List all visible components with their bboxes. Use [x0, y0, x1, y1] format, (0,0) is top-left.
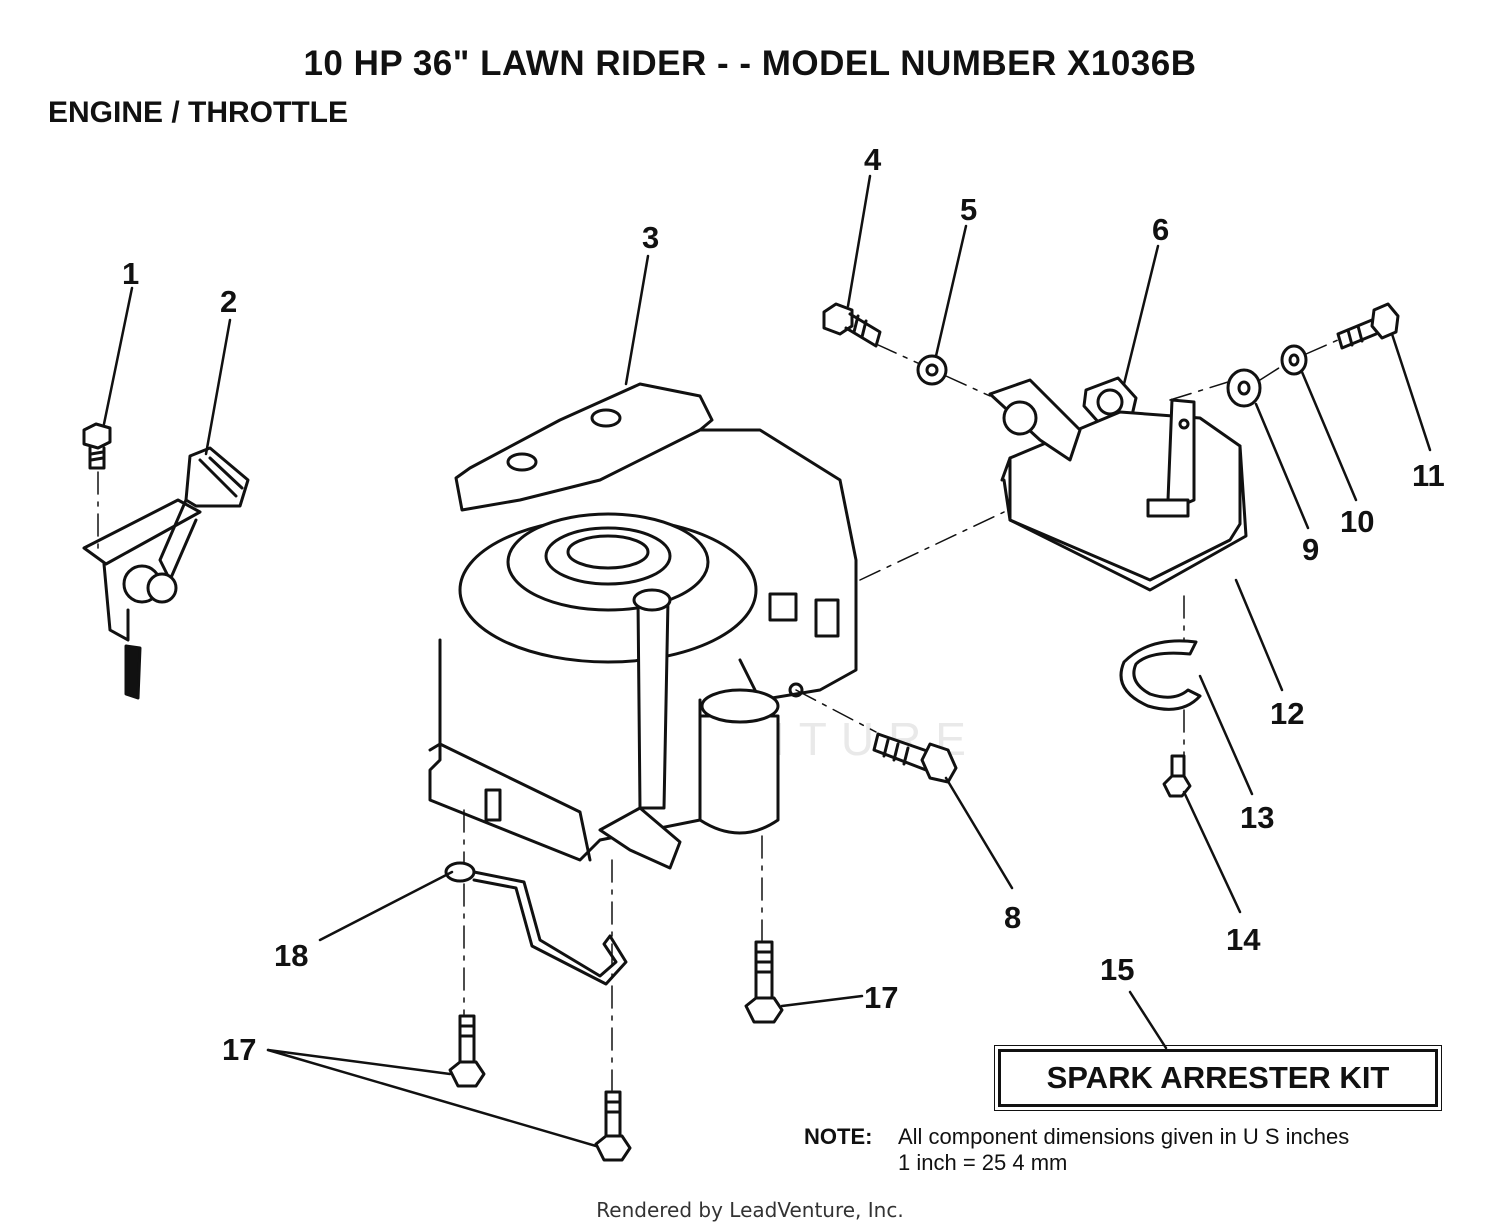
- engine-bolt-part-center: [594, 1090, 632, 1162]
- callout-10: 10: [1340, 504, 1374, 539]
- callout-17-left: 17: [222, 1032, 256, 1067]
- callout-2: 2: [220, 284, 237, 319]
- note-line-2: 1 inch = 25 4 mm: [898, 1150, 1068, 1175]
- note-line-1: All component dimensions given in U S in…: [898, 1124, 1350, 1149]
- footer-credit: Rendered by LeadVenture, Inc.: [596, 1198, 904, 1222]
- callout-9: 9: [1302, 532, 1319, 567]
- muffler-bolt-part: [822, 302, 882, 348]
- throttle-bolt-part: [82, 422, 112, 470]
- muffler-cap-screw-part: [1336, 302, 1400, 350]
- section-title: ENGINE / THROTTLE: [48, 96, 348, 129]
- callout-5: 5: [960, 192, 977, 227]
- screen-screw-part: [1162, 754, 1192, 798]
- callout-6: 6: [1152, 212, 1169, 247]
- diagram-title: 10 HP 36" LAWN RIDER - - MODEL NUMBER X1…: [303, 44, 1197, 83]
- callout-14: 14: [1226, 922, 1261, 957]
- callout-3: 3: [642, 220, 659, 255]
- engine-part: [428, 382, 858, 870]
- spark-arrester-kit-label: SPARK ARRESTER KIT: [994, 1045, 1442, 1111]
- callout-12: 12: [1270, 696, 1304, 731]
- callout-17-right: 17: [864, 980, 898, 1015]
- callout-4: 4: [864, 142, 882, 177]
- callout-1: 1: [122, 256, 139, 291]
- callout-11: 11: [1412, 458, 1445, 493]
- dimension-note: NOTE: All component dimensions given in U…: [804, 1124, 1349, 1176]
- muffler-part: [988, 378, 1248, 592]
- lock-washer-part: [916, 354, 948, 386]
- callout-13: 13: [1240, 800, 1274, 835]
- throttle-control-part: [82, 446, 250, 700]
- callout-15: 15: [1100, 952, 1134, 987]
- lock-washer-small-part: [1280, 344, 1308, 376]
- ground-strap-part: [444, 861, 628, 986]
- engine-bolt-part-right: [744, 940, 784, 1024]
- note-label: NOTE:: [804, 1124, 873, 1149]
- callout-18: 18: [274, 938, 308, 973]
- flat-washer-part: [1226, 368, 1262, 408]
- callout-8: 8: [1004, 900, 1021, 935]
- spark-screen-part: [1119, 639, 1202, 711]
- engine-bolt-part-left: [448, 1014, 486, 1088]
- hex-bolt-part: [872, 732, 958, 784]
